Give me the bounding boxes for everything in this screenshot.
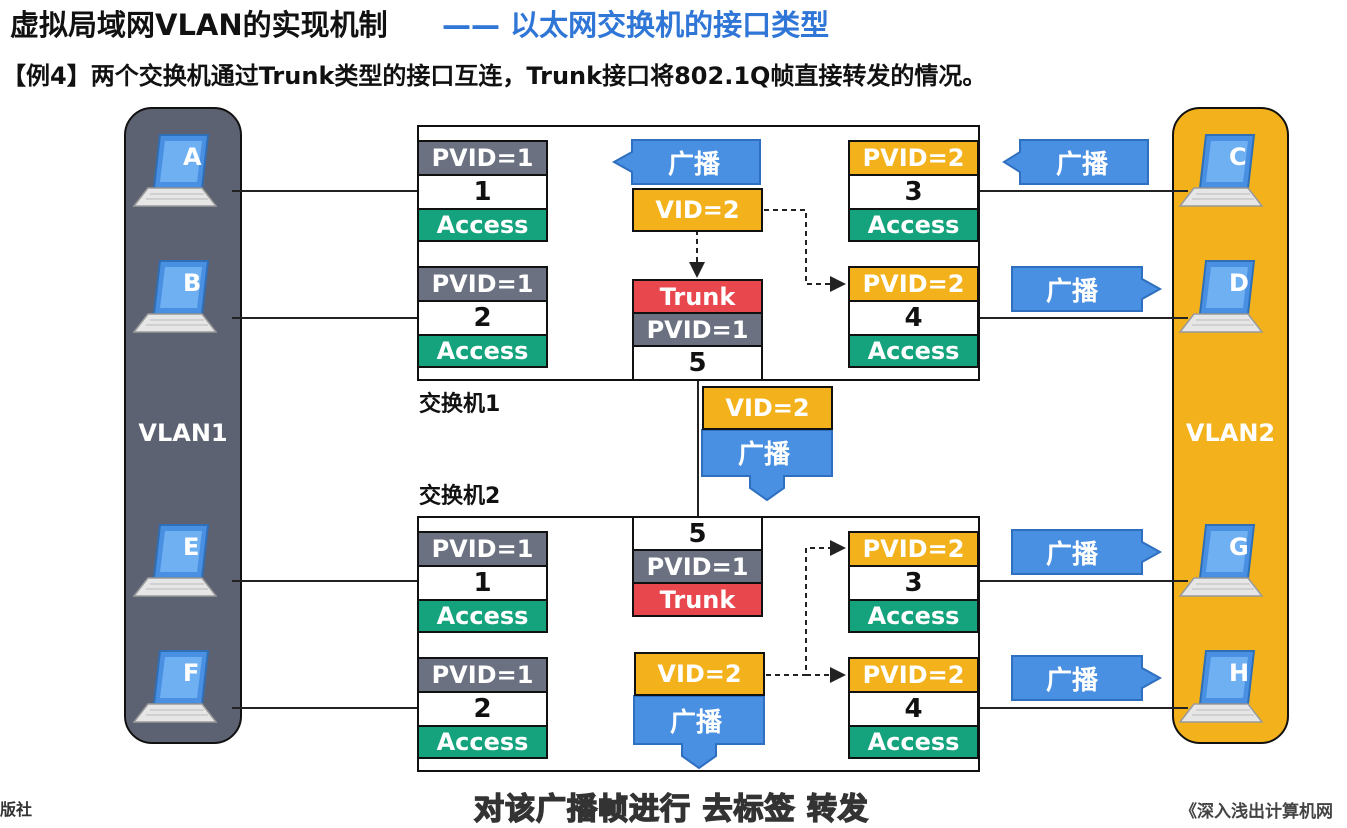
link-h	[978, 707, 1188, 709]
vlan1-label: VLAN1	[138, 419, 228, 447]
press-watermark: 版社	[0, 800, 33, 819]
page-subtitle: —— 以太网交换机的接口类型	[442, 2, 829, 44]
link-g	[978, 580, 1188, 582]
sw1-port3-number: 3	[848, 174, 979, 210]
broadcast-label-g: 广播	[1046, 540, 1099, 570]
sw2-port5-type: Trunk	[632, 582, 763, 617]
sw1-port3-type: Access	[848, 208, 979, 242]
sw2-port3-type: Access	[848, 599, 979, 633]
sw1-port1-type: Access	[417, 208, 548, 242]
sw2-port2-number: 2	[417, 691, 548, 727]
broadcast-label-d: 广播	[1046, 277, 1099, 307]
sw1-port1-pvid: PVID=1	[417, 140, 548, 176]
host-h-label: H	[1229, 659, 1250, 687]
sw1-port5-pvid: PVID=1	[632, 312, 763, 347]
broadcast-label-sw1: 广播	[668, 150, 721, 180]
switch1-label: 交换机1	[419, 392, 501, 417]
sw1-port2-type: Access	[417, 334, 548, 368]
link-f	[232, 707, 420, 709]
host-c-label: C	[1229, 143, 1247, 171]
broadcast-label-h: 广播	[1046, 666, 1099, 696]
sw1-port4-type: Access	[848, 334, 979, 368]
trunk-link	[697, 379, 699, 518]
sw2-port1-type: Access	[417, 599, 548, 633]
sw1-port3-pvid: PVID=2	[848, 140, 979, 176]
vid-tag-sw1: VID=2	[632, 188, 763, 232]
sw2-port3-number: 3	[848, 565, 979, 601]
page-title: 虚拟局域网VLAN的实现机制	[10, 8, 388, 42]
broadcast-label-sw2: 广播	[670, 708, 723, 738]
host-b-label: B	[183, 269, 202, 297]
sw2-port3-pvid: PVID=2	[848, 531, 979, 567]
link-b	[232, 317, 420, 319]
title-separator: ——	[442, 8, 500, 42]
sw2-port1-pvid: PVID=1	[417, 531, 548, 567]
host-f-label: F	[183, 659, 200, 687]
sw1-port2-number: 2	[417, 300, 548, 336]
sw2-port5-number: 5	[632, 516, 763, 551]
sw2-port1-number: 1	[417, 565, 548, 601]
host-d-label: D	[1229, 269, 1249, 297]
host-g-label: G	[1229, 533, 1249, 561]
link-d	[978, 317, 1188, 319]
broadcast-label-c: 广播	[1056, 150, 1109, 180]
sw1-port4-number: 4	[848, 300, 979, 336]
broadcast-label-trunk: 广播	[738, 440, 791, 470]
sw1-port4-pvid: PVID=2	[848, 266, 979, 302]
sw1-port5-type: Trunk	[632, 279, 763, 314]
vid-tag-trunk: VID=2	[702, 386, 833, 430]
host-e-label: E	[183, 533, 200, 561]
vlan2-label: VLAN2	[1185, 419, 1276, 447]
example-caption: 【例4】两个交换机通过Trunk类型的接口互连，Trunk接口将802.1Q帧直…	[2, 62, 987, 90]
sw2-port4-pvid: PVID=2	[848, 657, 979, 693]
sw1-port5-number: 5	[632, 345, 763, 381]
sw1-port1-number: 1	[417, 174, 548, 210]
link-a	[232, 190, 420, 192]
vlan2-bar: VLAN2	[1172, 107, 1289, 744]
vlan1-bar: VLAN1	[124, 107, 242, 744]
sw2-port4-type: Access	[848, 725, 979, 759]
sw2-port5-pvid: PVID=1	[632, 549, 763, 584]
sw2-port4-number: 4	[848, 691, 979, 727]
link-e	[232, 580, 420, 582]
sw1-port2-pvid: PVID=1	[417, 266, 548, 302]
switch2-label: 交换机2	[419, 484, 501, 509]
video-subtitle: 对该广播帧进行 去标签 转发	[473, 791, 869, 828]
book-watermark: 《深入浅出计算机网	[1180, 802, 1333, 822]
title-sub-text: 以太网交换机的接口类型	[510, 8, 830, 42]
sw2-port2-type: Access	[417, 725, 548, 759]
host-a-label: A	[183, 143, 202, 171]
sw2-port2-pvid: PVID=1	[417, 657, 548, 693]
link-c	[978, 190, 1188, 192]
vid-tag-sw2: VID=2	[634, 652, 765, 696]
